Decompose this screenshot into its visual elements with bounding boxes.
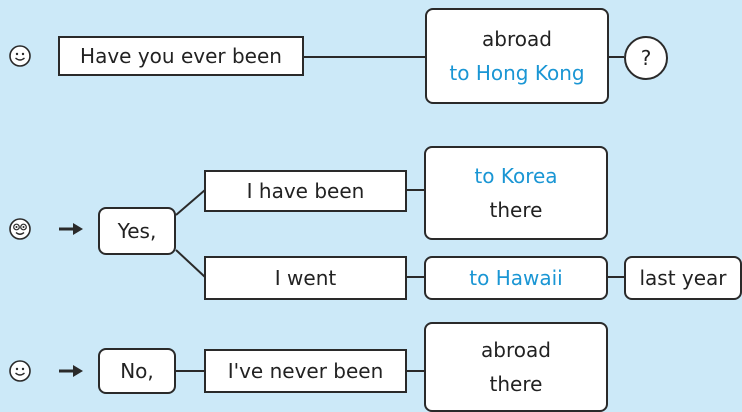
right-arrow-icon [59,223,83,235]
option-abroad: abroad [482,27,552,51]
negative-options-box: abroad there [424,322,608,412]
yes-text: Yes, [117,219,157,243]
wide-eyed-face-icon [9,218,31,240]
time-last-year: last year [639,266,727,290]
past-tense-text: I went [274,266,337,290]
present-perfect-text: I have been [246,179,365,203]
question-mark-circle: ? [624,36,668,80]
yes-answer-box: Yes, [98,207,176,255]
prompt-text: Have you ever been [80,44,282,68]
option-there: there [489,198,543,222]
no-answer-box: No, [98,348,176,394]
option-abroad: abroad [481,338,551,362]
never-been-box: I've never been [204,349,407,393]
destination-options-box: abroad to Hong Kong [425,8,609,104]
smiley-face-icon [9,360,31,382]
option-there: there [489,372,543,396]
smiley-face-icon [9,45,31,67]
option-korea: to Korea [474,164,558,188]
no-text: No, [120,359,154,383]
hawaii-box: to Hawaii [424,256,608,300]
never-been-text: I've never been [227,359,384,383]
past-tense-box: I went [204,256,407,300]
time-box: last year [624,256,742,300]
place-hawaii: to Hawaii [469,266,563,290]
right-arrow-icon [59,365,83,377]
korea-options-box: to Korea there [424,146,608,240]
option-hong-kong: to Hong Kong [449,61,585,85]
prompt-box: Have you ever been [58,36,304,76]
present-perfect-box: I have been [204,170,407,212]
